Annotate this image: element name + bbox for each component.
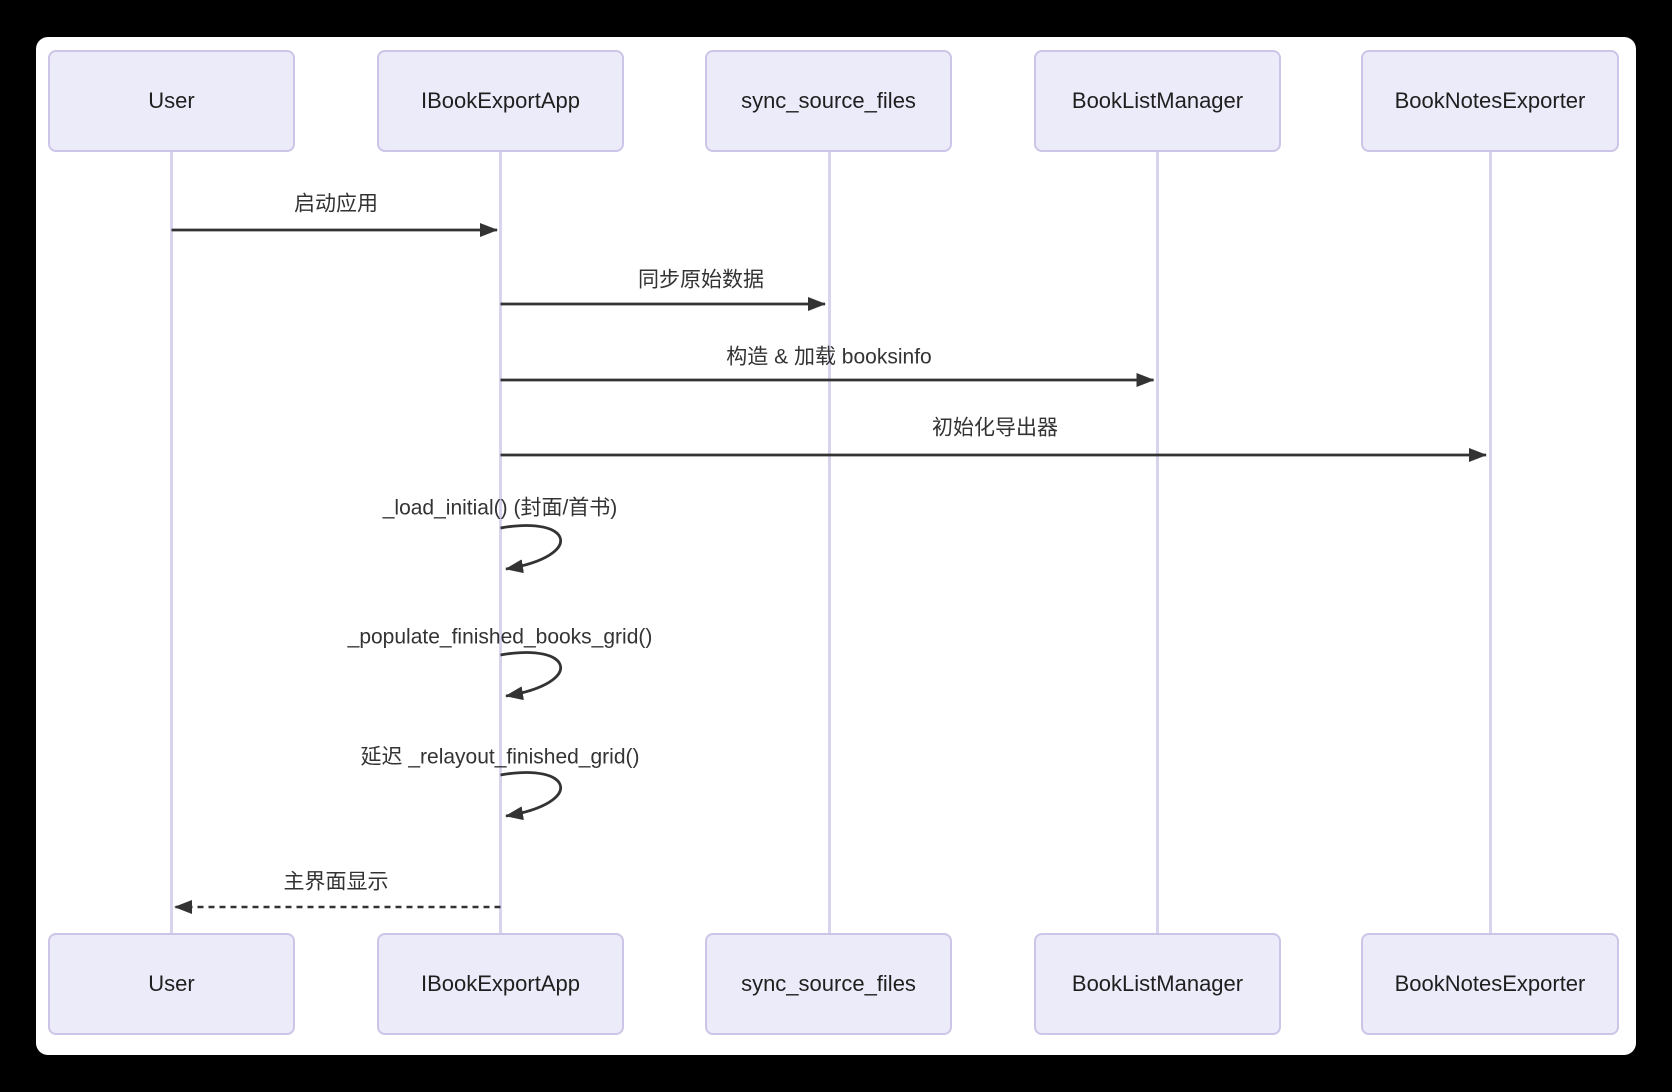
lifeline-sync-source-files — [827, 152, 831, 933]
participant-label: sync_source_files — [741, 88, 916, 113]
message-label-populate-grid: _populate_finished_books_grid() — [347, 625, 653, 649]
message-label-relayout-grid: 延迟 _relayout_finished_grid() — [360, 745, 640, 769]
self-loop-arrow-relayout-grid — [500, 771, 562, 821]
message-label-load-initial: _load_initial() (封面/首书) — [382, 496, 618, 520]
message-label-load-booksinfo: 构造 & 加载 booksinfo — [726, 345, 932, 369]
lifeline-booklistmanager — [1156, 152, 1159, 933]
participant-booklistmanager-bottom: BookListManager — [1034, 933, 1281, 1035]
participant-label: User — [148, 88, 195, 113]
self-loop-arrow-populate-grid — [500, 651, 562, 701]
message-arrows-layer — [171, 223, 1487, 914]
participant-label: BookListManager — [1071, 88, 1244, 113]
diagram-canvas: User IBookExportApp sync_source_files Bo… — [36, 37, 1636, 1055]
participant-sync-source-files-top: sync_source_files — [705, 50, 952, 152]
participant-user-top: User — [48, 50, 295, 152]
lifeline-booknotesexporter — [1488, 152, 1492, 933]
message-label-main-ui: 主界面显示 — [283, 870, 389, 894]
participant-ibookexportapp-top: IBookExportApp — [377, 50, 624, 152]
self-loop-arrow-load-initial — [500, 524, 562, 574]
participant-sync-source-files-bottom: sync_source_files — [705, 933, 952, 1035]
participant-label: sync_source_files — [741, 971, 916, 996]
participant-booknotesexporter-bottom: BookNotesExporter — [1361, 933, 1619, 1035]
lifeline-ibookexportapp — [499, 152, 502, 933]
message-label-init-exporter: 初始化导出器 — [932, 416, 1058, 440]
participant-label: User — [148, 971, 195, 996]
message-label-start-app: 启动应用 — [294, 192, 378, 216]
lifeline-user — [170, 152, 173, 933]
participant-booklistmanager-top: BookListManager — [1034, 50, 1281, 152]
participant-ibookexportapp-bottom: IBookExportApp — [377, 933, 624, 1035]
participant-label: BookListManager — [1071, 971, 1244, 996]
message-label-sync-data: 同步原始数据 — [638, 268, 764, 292]
participant-label: IBookExportApp — [421, 971, 580, 996]
participant-label: IBookExportApp — [421, 88, 580, 113]
participant-label: BookNotesExporter — [1394, 88, 1586, 113]
participant-label: BookNotesExporter — [1394, 971, 1586, 996]
participant-booknotesexporter-top: BookNotesExporter — [1361, 50, 1619, 152]
participant-user-bottom: User — [48, 933, 295, 1035]
